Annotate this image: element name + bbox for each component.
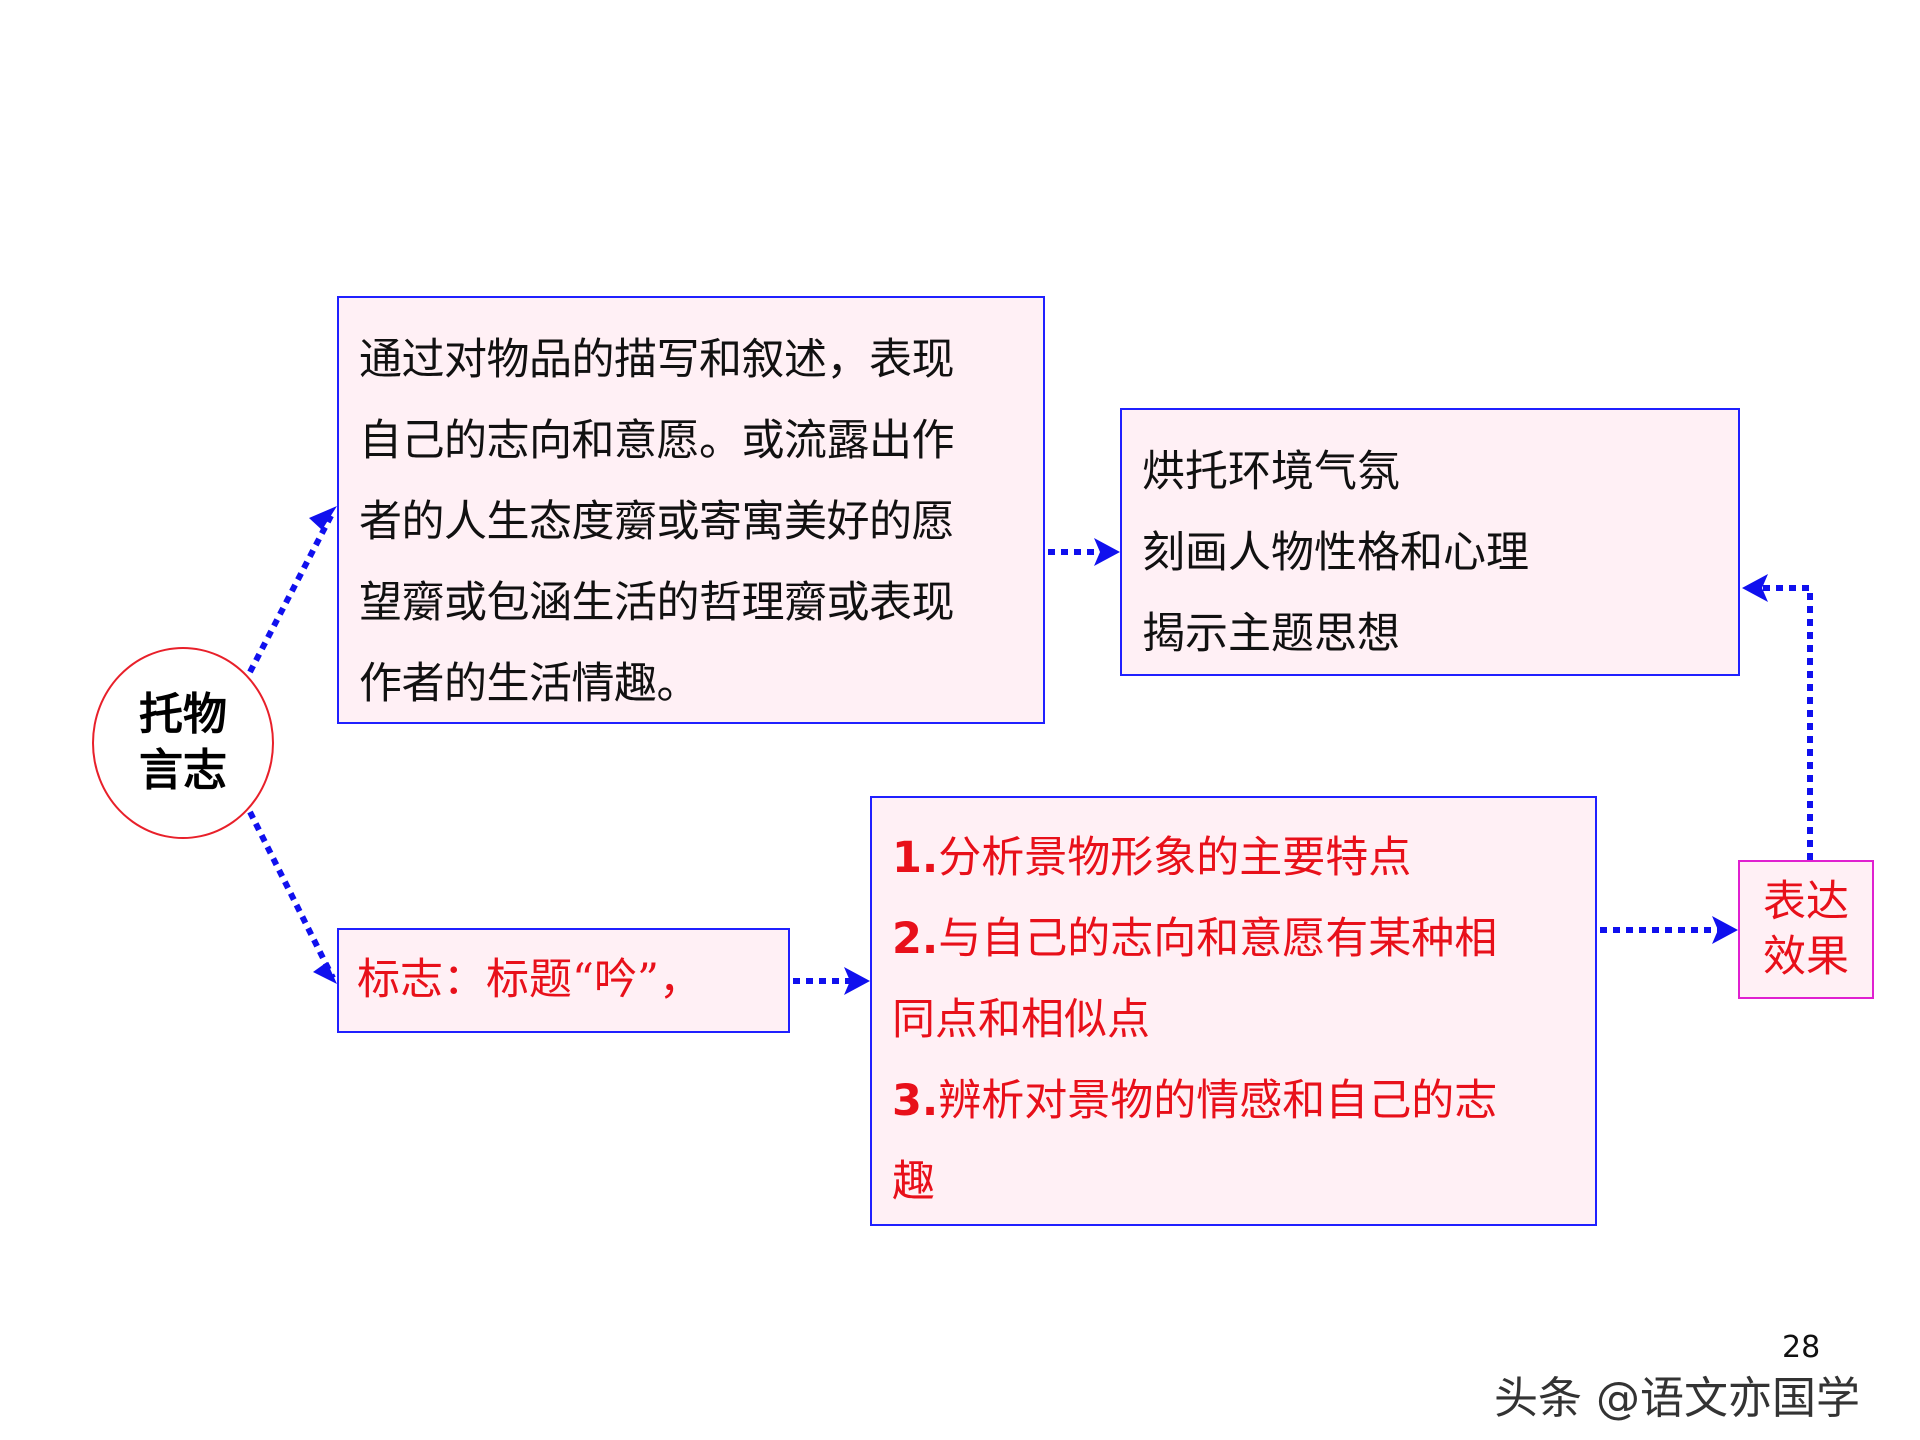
- method-text: 同点和相似点: [892, 995, 1150, 1045]
- method-line: 同点和相似点: [892, 980, 1595, 1061]
- description-line: 者的人生态度䶒或寄寓美好的愿: [359, 497, 955, 547]
- arrowhead-method: [844, 967, 870, 995]
- watermark: 头条 @语文亦国学: [1494, 1373, 1860, 1424]
- effect-line: 刻画人物性格和心理: [1142, 528, 1529, 578]
- description-box: 通过对物品的描写和叙述，表现 自己的志向和意愿。或流露出作 者的人生态度䶒或寄寓…: [337, 296, 1045, 724]
- arrow-express-to-effects: [1752, 585, 1813, 860]
- arrowhead-express: [1712, 916, 1738, 944]
- arrowhead-effects: [1094, 538, 1120, 566]
- effects-box: 烘托环境气氛 刻画人物性格和心理 揭示主题思想: [1120, 408, 1740, 676]
- arrowhead-description: [309, 506, 337, 530]
- method-number: 2.: [892, 914, 939, 964]
- arrow-center-to-description: [247, 510, 336, 674]
- method-text: 分析景物形象的主要特点: [938, 833, 1412, 883]
- method-box: 1.分析景物形象的主要特点 2.与自己的志向和意愿有某种相 同点和相似点 3.辨…: [870, 796, 1597, 1226]
- center-line-2: 言志: [139, 745, 227, 796]
- effect-line: 揭示主题思想: [1142, 609, 1400, 659]
- arrow-center-to-sign: [247, 810, 336, 980]
- method-text: 趣: [892, 1157, 935, 1207]
- description-line: 作者的生活情趣。: [359, 659, 700, 709]
- express-effect-box: 表达 效果: [1738, 860, 1874, 999]
- arrowhead-sign: [313, 962, 337, 984]
- method-line: 趣: [892, 1142, 1595, 1223]
- center-line-1: 托物: [139, 689, 227, 740]
- method-line: 2.与自己的志向和意愿有某种相: [892, 899, 1595, 980]
- sign-box: 标志：标题“吟”，: [337, 928, 790, 1033]
- method-text: 与自己的志向和意愿有某种相: [938, 914, 1498, 964]
- method-text: 辨析对景物的情感和自己的志: [938, 1076, 1498, 1126]
- page-number: 28: [1782, 1330, 1821, 1365]
- effect-line: 烘托环境气氛: [1142, 447, 1400, 497]
- description-line: 望䶒或包涵生活的哲理䶒或表现: [359, 578, 955, 628]
- express-line-2: 效果: [1763, 931, 1849, 982]
- method-line: 1.分析景物形象的主要特点: [892, 818, 1595, 899]
- center-node: 托物 言志: [92, 647, 274, 839]
- method-number: 3.: [892, 1076, 939, 1126]
- description-line: 通过对物品的描写和叙述，表现: [359, 335, 955, 385]
- sign-text: 标志：标题“吟”，: [357, 955, 702, 1005]
- method-number: 1.: [892, 833, 939, 883]
- arrowhead-effects-right: [1742, 574, 1768, 602]
- method-line: 3.辨析对景物的情感和自己的志: [892, 1061, 1595, 1142]
- express-line-1: 表达: [1763, 876, 1849, 927]
- description-line: 自己的志向和意愿。或流露出作: [359, 416, 955, 466]
